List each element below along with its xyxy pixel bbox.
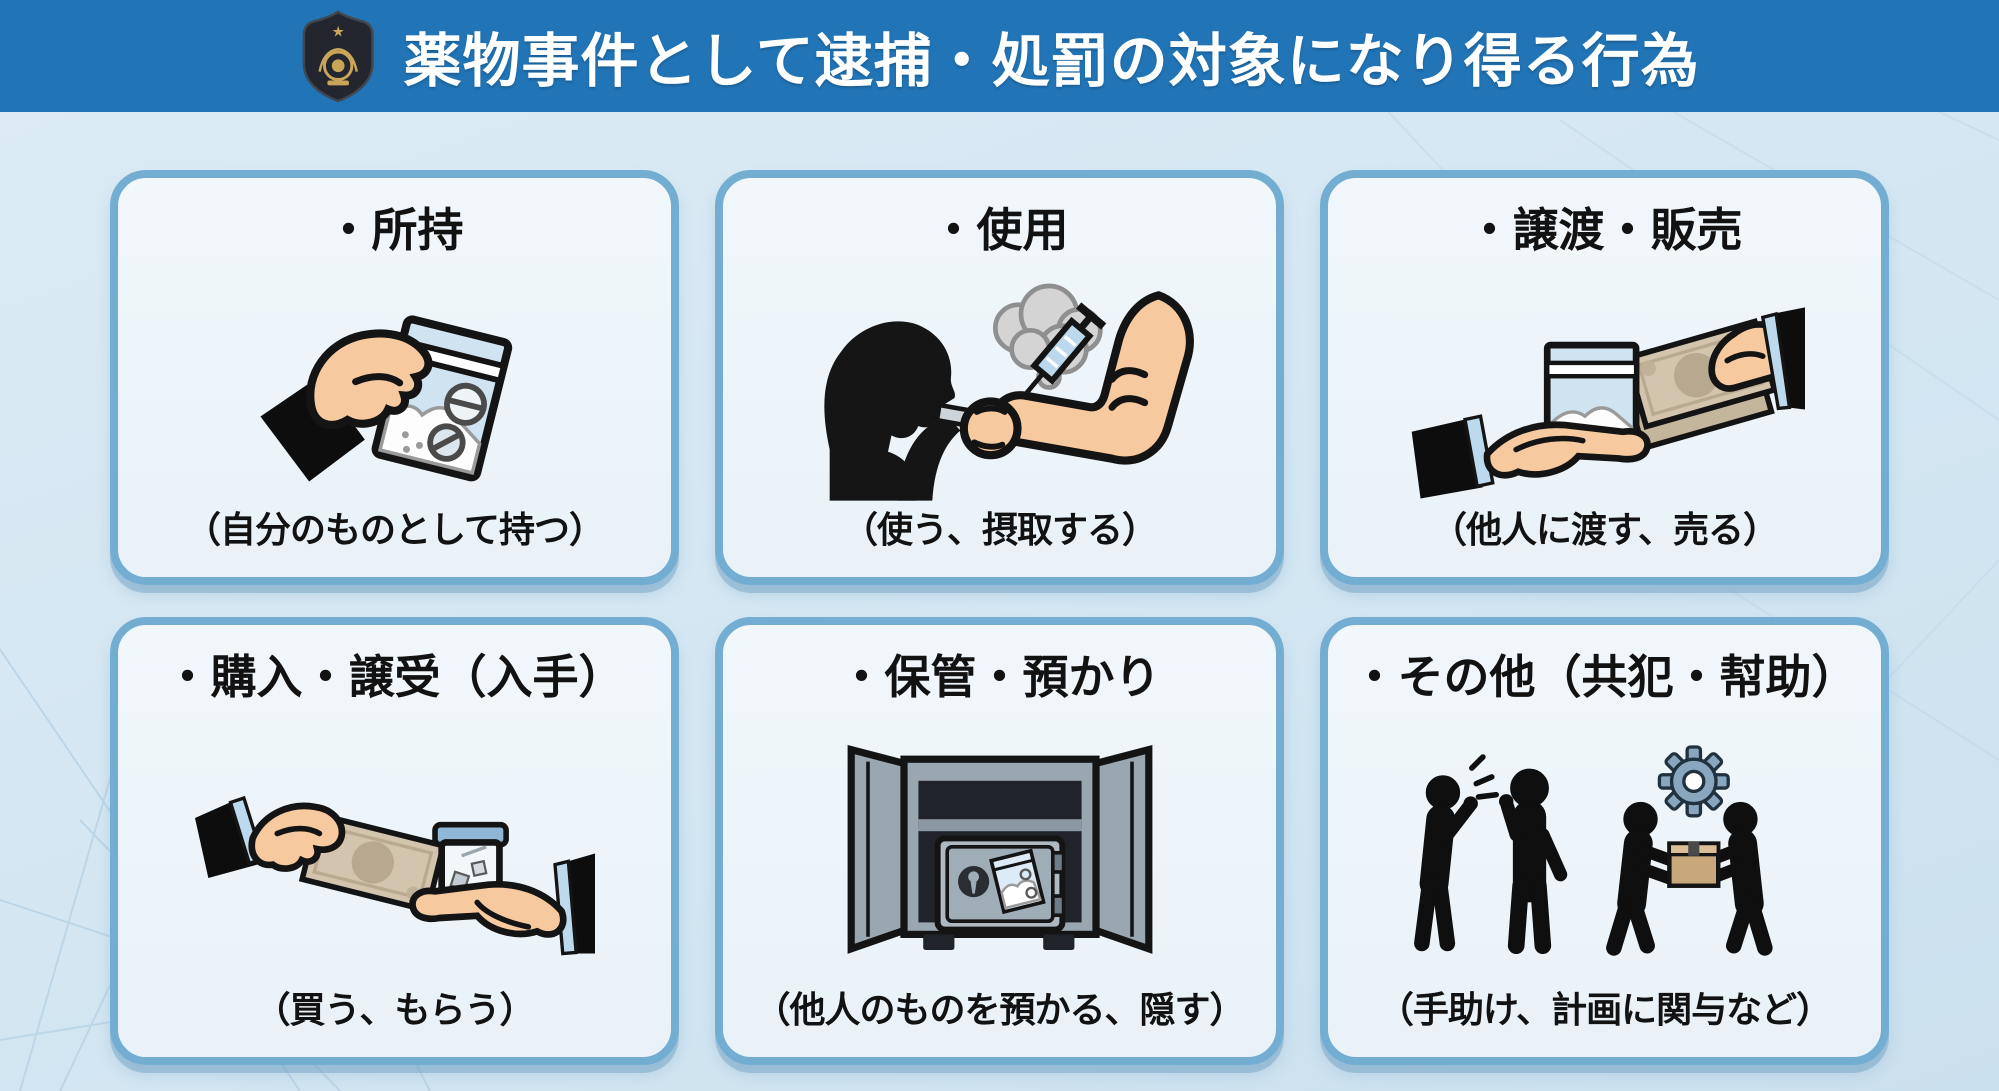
card-caption-transfer-sale: （他人に渡す、売る） (1430, 510, 1779, 552)
card-caption-other-complicity: （手助け、計画に関与など） (1377, 990, 1832, 1032)
page-title: 薬物事件として逮捕・処罰の対象になり得る行為 (403, 27, 1700, 95)
card-caption-storage-keeping: （他人のものを預かる、隠す） (754, 990, 1245, 1032)
smoking-pipe-and-syringe-injection-icon (823, 283, 1194, 501)
card-caption-use: （使う、摂取する） (841, 510, 1158, 552)
police-badge-icon: ★ (302, 10, 374, 103)
card-purchase-receipt: ・購入・譲受（入手） (110, 617, 679, 1065)
paying-money-receiving-vial-icon (194, 795, 595, 955)
gear-icon (1657, 744, 1730, 818)
card-storage-keeping: ・保管・預かり (715, 617, 1284, 1065)
card-title-storage-keeping: ・保管・預かり (838, 650, 1161, 704)
card-title-possession: ・所持 (325, 203, 464, 257)
safe-with-drug-bag-icon (847, 744, 1152, 954)
card-title-use: ・使用 (930, 203, 1069, 257)
card-other-complicity: ・その他（共犯・幇助） (1320, 617, 1889, 1065)
header-bar: ★ 薬物事件として逮捕・処罰の対象になり得る行為 (0, 0, 1999, 112)
hand-holding-drug-bag-icon (259, 315, 512, 482)
cards-grid: ・所持 （自分のものとして持つ） (110, 170, 1889, 1065)
card-title-other-complicity: ・その他（共犯・幇助） (1351, 650, 1858, 704)
card-transfer-sale: ・譲渡・販売 (1320, 170, 1889, 585)
card-use: ・使用 (715, 170, 1284, 585)
card-title-transfer-sale: ・譲渡・販売 (1466, 203, 1743, 257)
svg-text:★: ★ (332, 23, 345, 40)
card-caption-possession: （自分のものとして持つ） (185, 510, 605, 552)
whispering-people-and-box-exchange-icon (1413, 744, 1773, 956)
card-caption-purchase-receipt: （買う、もらう） (254, 990, 535, 1032)
card-title-purchase-receipt: ・購入・譲受（入手） (164, 650, 625, 704)
card-possession: ・所持 （自分のものとして持つ） (110, 170, 679, 585)
handing-drug-bag-for-money-icon (1411, 307, 1805, 499)
